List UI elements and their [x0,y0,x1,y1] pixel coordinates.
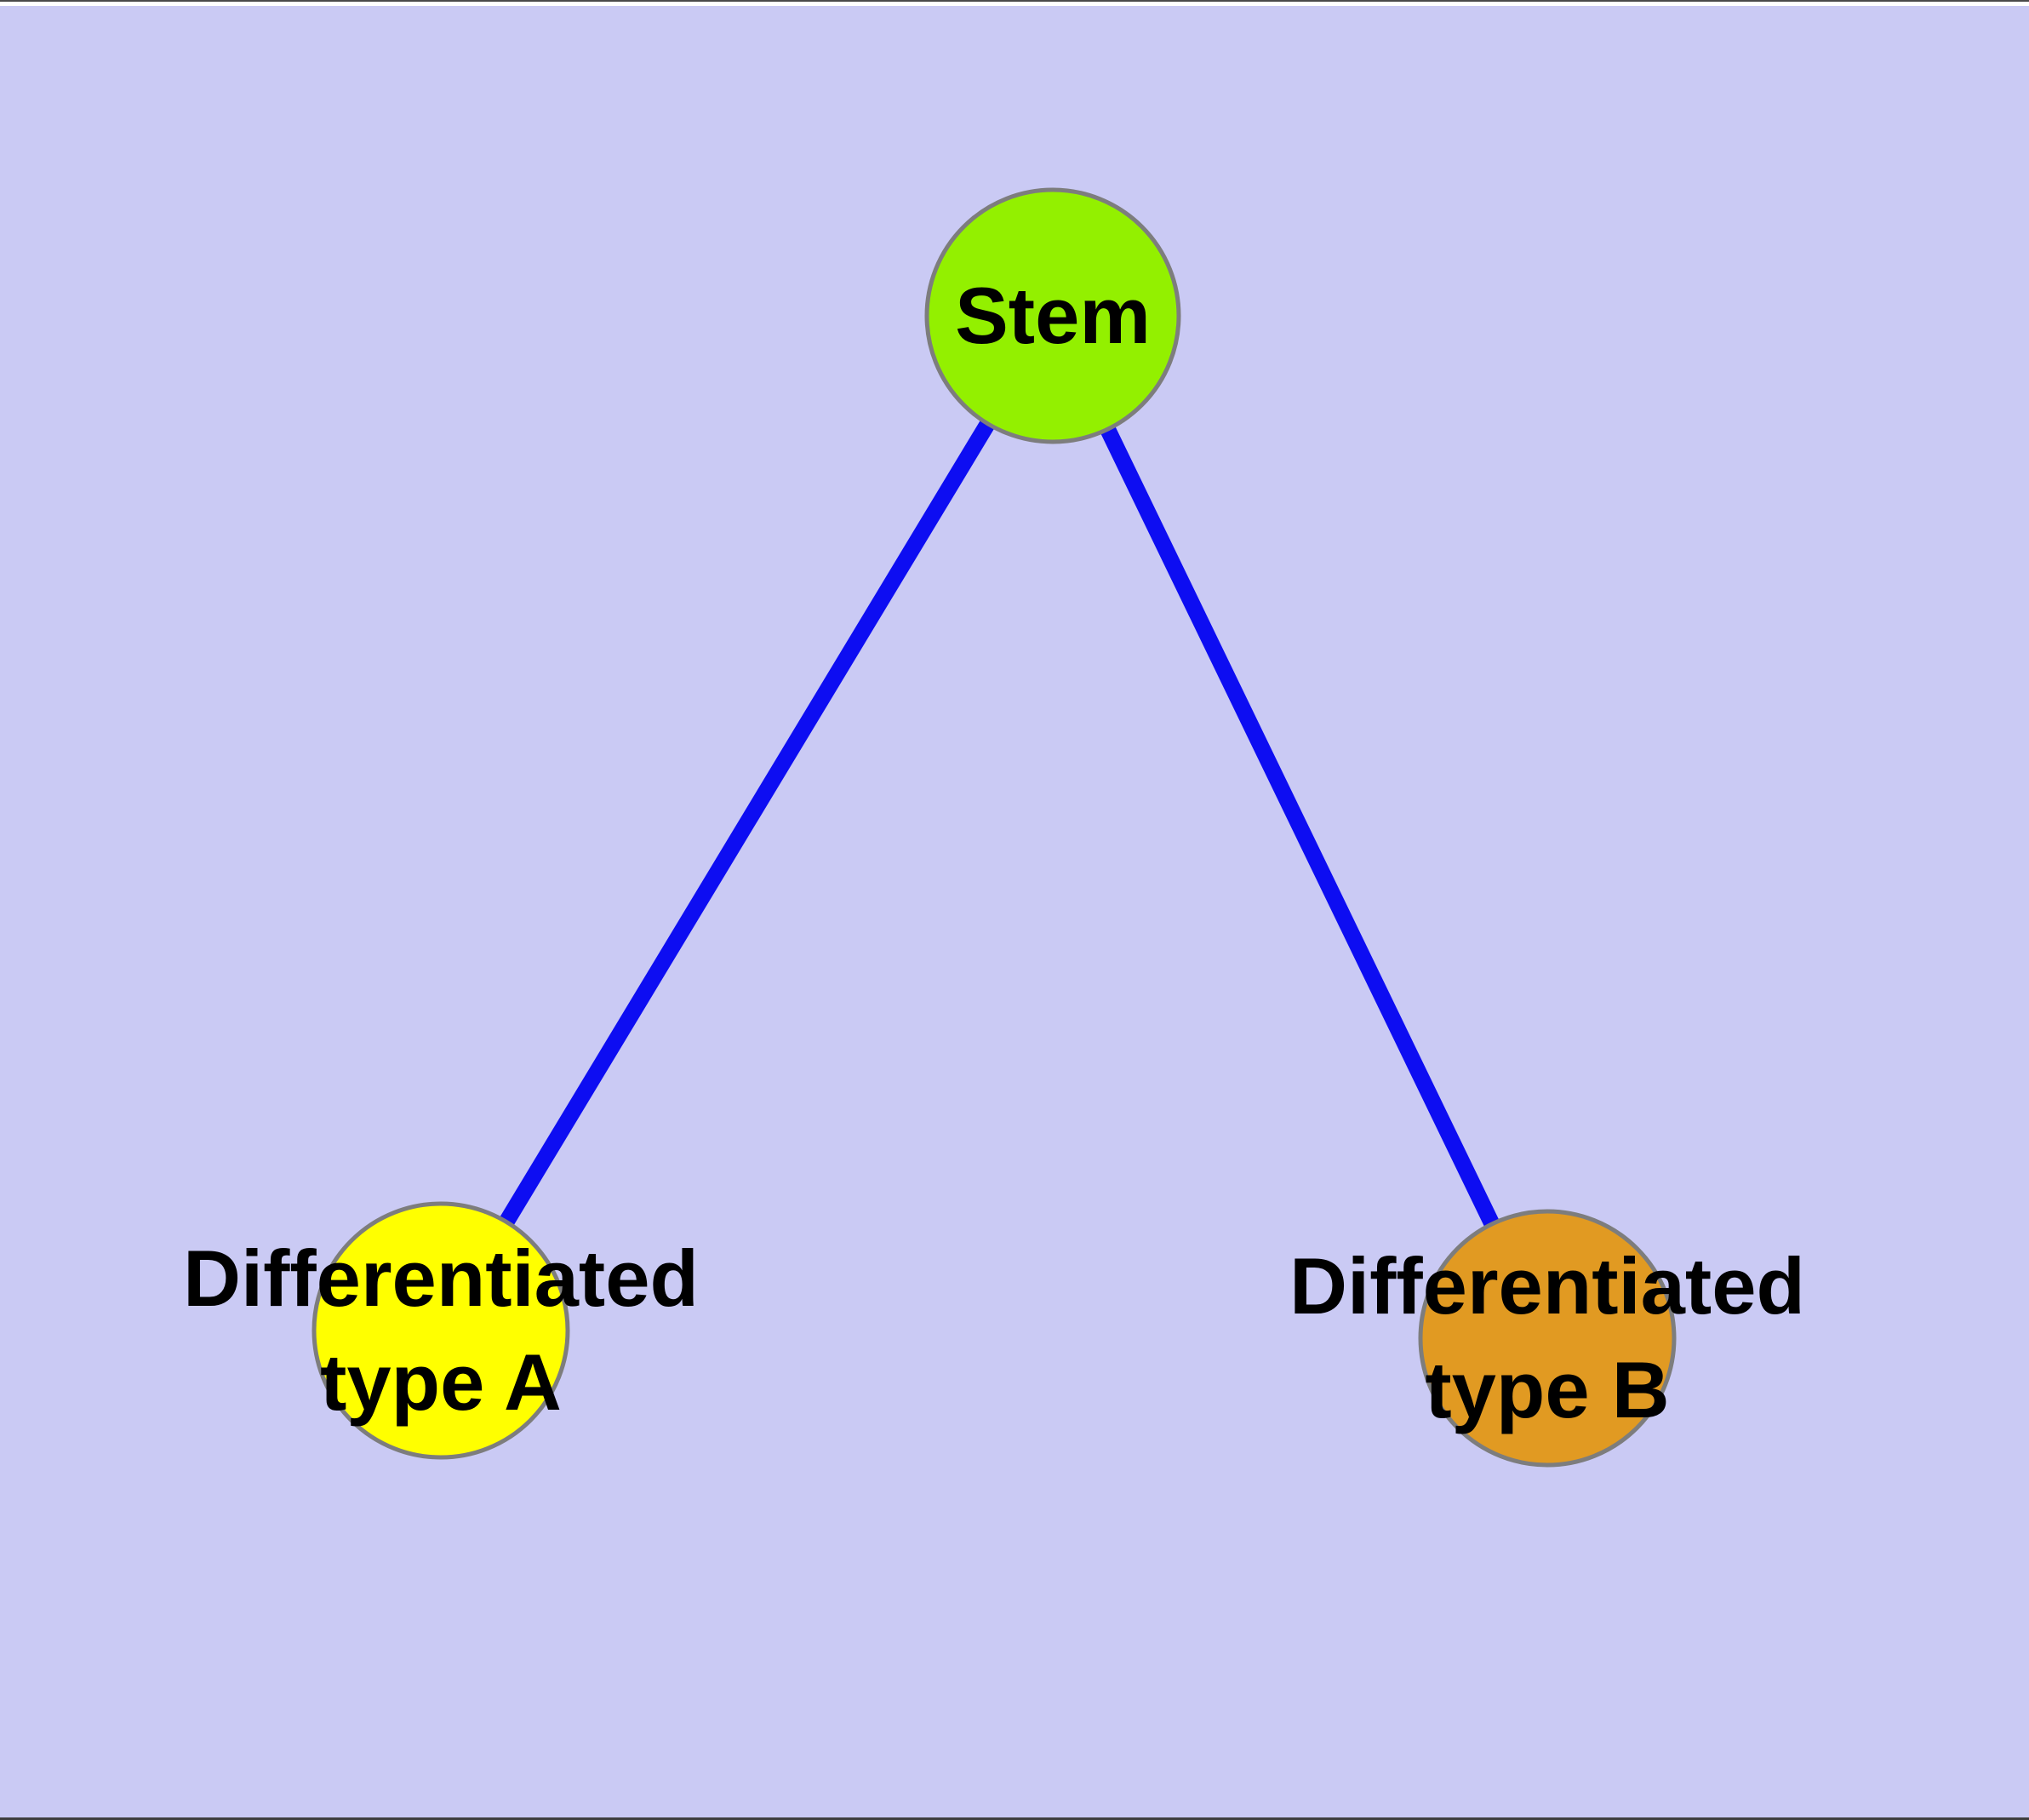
node-label-type-b: Differentiated type B [1289,1234,1805,1442]
node-circle-stem [924,187,1181,444]
node-label-line: type A [320,1337,562,1427]
window-top-white-strip [0,2,2029,6]
window-top-edge-line [0,0,2029,2]
edge-stem-type-a [433,312,1060,1335]
node-label-line: type B [1425,1345,1670,1434]
node-circle-type-a [311,1201,570,1460]
node-circle-type-b [1418,1209,1677,1468]
node-label-line: Differentiated [1289,1241,1805,1331]
window-bottom-edge-line [0,1817,2029,1820]
edge-stem-type-b [1045,312,1555,1342]
node-label-line: Stem [955,271,1151,360]
node-label-line: Differentiated [183,1233,699,1323]
node-label-type-a: Differentiated type A [183,1227,699,1434]
node-label-stem: Stem [955,264,1151,368]
